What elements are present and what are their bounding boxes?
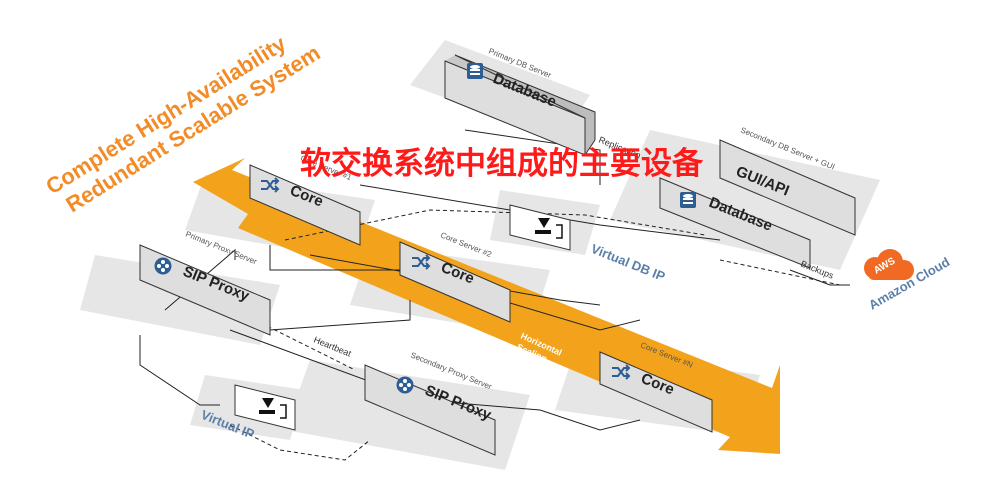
failover-switch-icon [535,218,563,239]
overlay-caption: 软交换系统中组成的主要设备 [300,146,704,182]
core2-caption: Core Server #2 [439,231,493,260]
sip-network-icon [154,257,172,275]
heartbeat-label: Heartbeat [312,335,353,359]
database-icon [680,192,696,208]
database-icon [467,63,483,79]
amazon-cloud[interactable]: AWS Amazon Cloud [864,249,952,313]
failover-switch-icon [259,398,287,419]
replication-line [464,129,601,185]
sip-network-icon [396,376,414,394]
connections [139,129,850,461]
virtual-db-ip-label: Virtual DB IP [589,241,668,284]
aws-cloud-icon [864,249,914,280]
